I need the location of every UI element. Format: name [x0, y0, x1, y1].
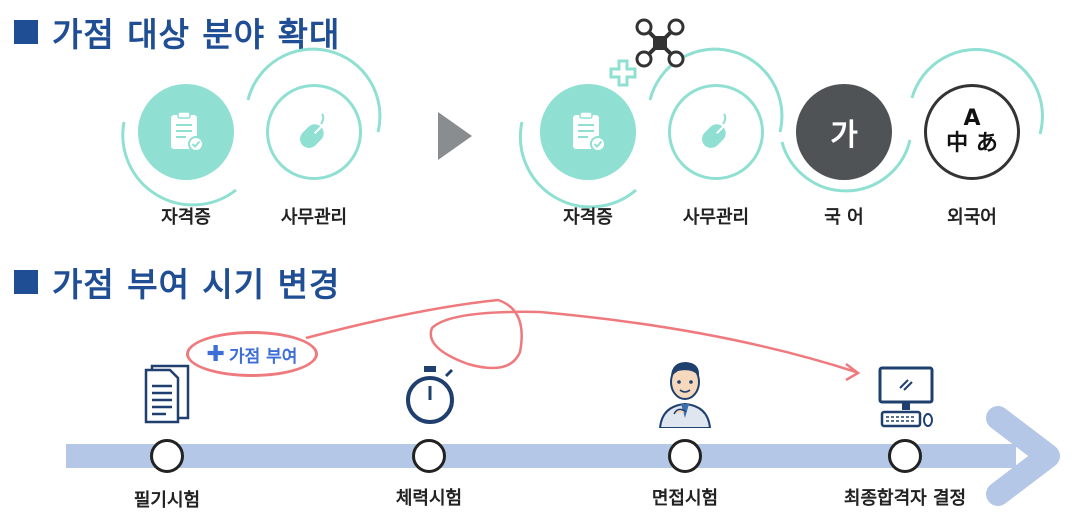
- circle-arcs: [121, 47, 1044, 209]
- section-title-scope-text: 가점 대상 분야 확대: [52, 15, 341, 54]
- before-certificate-label: 자격증: [161, 207, 211, 228]
- before-office-circle: [266, 84, 362, 180]
- computer-icon: [878, 366, 934, 428]
- computer-mouse-icon: [300, 113, 325, 148]
- clipboard-check-icon: [573, 111, 606, 152]
- timeline-node-physical: [412, 439, 446, 473]
- language-icon: A 中 あ: [924, 84, 1020, 180]
- before-certificate-circle: [138, 84, 234, 180]
- clipboard-check-icon: [171, 111, 204, 152]
- language-glyph-top: A: [963, 106, 981, 131]
- timeline-node-final: [888, 439, 922, 473]
- bonus-badge: ✚ 가점 부여: [186, 331, 318, 377]
- section-title-scope: 가점 대상 분야 확대: [14, 8, 340, 56]
- timeline-node-interview: [668, 439, 702, 473]
- square-bullet-icon: [14, 270, 38, 294]
- timeline-label-physical: 체력시험: [395, 488, 463, 509]
- document-icon: [144, 364, 190, 424]
- after-certificate-circle: [540, 84, 636, 180]
- timeline-label-final: 최종합격자 결정: [843, 488, 967, 509]
- computer-mouse-icon: [702, 113, 727, 148]
- interviewer-icon: [658, 362, 712, 428]
- plus-icon: ✚: [206, 341, 225, 367]
- move-arrow: [305, 298, 861, 382]
- after-certificate-label: 자격증: [563, 207, 613, 228]
- drone-icon: [635, 18, 685, 68]
- section-title-timing: 가점 부여 시기 변경: [14, 258, 340, 306]
- before-office-label: 사무관리: [280, 207, 348, 228]
- arrow-right-icon: [438, 112, 472, 160]
- timeline-node-written: [150, 439, 184, 473]
- section-title-timing-text: 가점 부여 시기 변경: [52, 265, 341, 304]
- after-korean-label: 국 어: [824, 207, 864, 228]
- language-glyph-right: あ: [975, 131, 998, 156]
- square-bullet-icon: [14, 20, 38, 44]
- plus-icon: [609, 59, 637, 87]
- stopwatch-icon: [406, 366, 454, 424]
- timeline-label-interview: 면접시험: [651, 488, 719, 509]
- after-foreign-label: 외국어: [947, 207, 997, 228]
- language-glyph-left: 中: [946, 131, 969, 156]
- korean-glyph: 가: [830, 118, 858, 153]
- after-office-label: 사무관리: [682, 207, 750, 228]
- korean-character-icon: 가: [796, 84, 892, 180]
- timeline-arrow: [66, 406, 1060, 506]
- after-office-circle: [668, 84, 764, 180]
- timeline-label-written: 필기시험: [133, 490, 201, 511]
- bonus-label: 가점 부여: [228, 346, 298, 367]
